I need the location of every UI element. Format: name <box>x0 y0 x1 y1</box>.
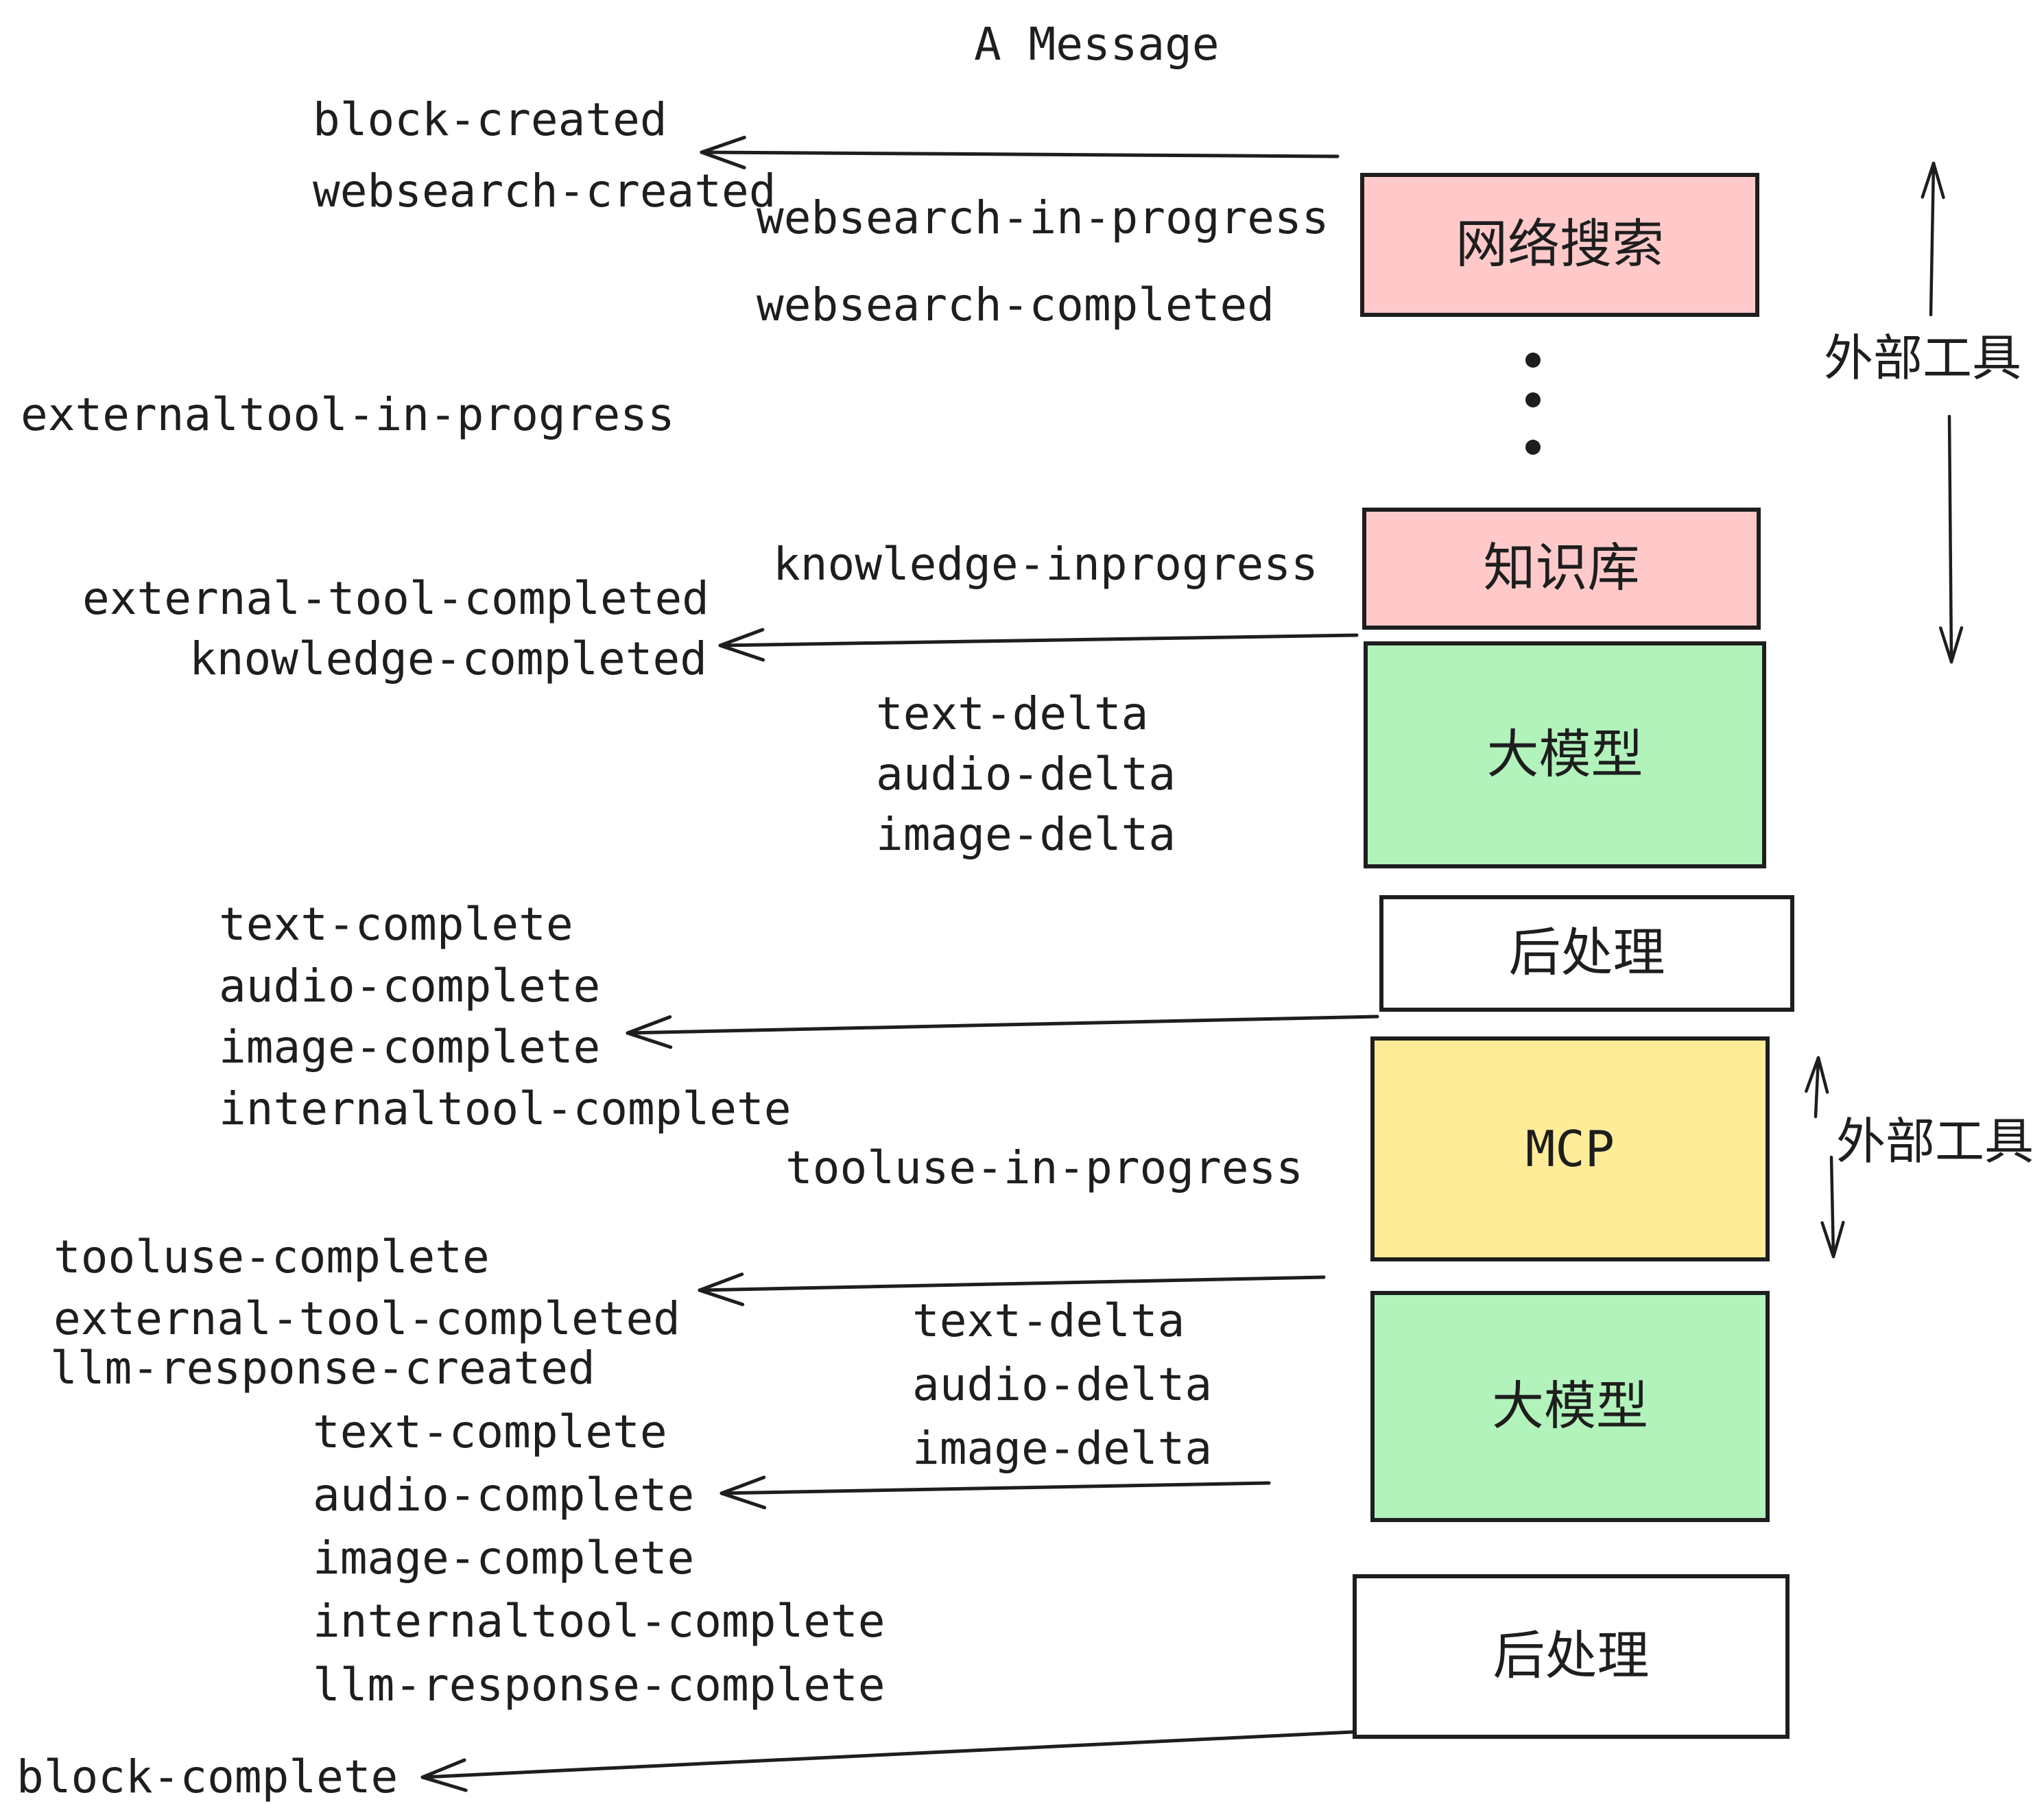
event-tooluse-complete: tooluse-complete <box>54 1231 490 1283</box>
event-block-created: block-created <box>313 93 667 146</box>
node-label-knowledge: 知识库 <box>1483 539 1640 597</box>
arrow-to-audio-complete <box>720 1475 1271 1510</box>
side-down-arrow-external-tools-mcp <box>1820 1155 1845 1259</box>
node-label-llm-1: 大模型 <box>1486 725 1643 784</box>
event-externaltool-in-progress: externaltool-in-progress <box>21 388 675 441</box>
event-external-tool-completed-2: external-tool-completed <box>54 1292 680 1345</box>
event-external-tool-completed-1: external-tool-completed <box>82 572 709 625</box>
event-block-complete: block-complete <box>16 1750 399 1803</box>
event-text-complete-2: text-complete <box>313 1405 667 1458</box>
node-llm-1: 大模型 <box>1364 641 1766 868</box>
event-knowledge-inprogress: knowledge-inprogress <box>773 538 1318 591</box>
side-up-arrow-external-tools-top <box>1921 161 1945 317</box>
event-knowledge-completed: knowledge-completed <box>189 632 707 685</box>
side-label-external-tools-top: 外部工具 <box>1824 331 2022 386</box>
event-text-delta-1: text-delta <box>876 687 1149 740</box>
node-label-postprocess-2: 后处理 <box>1493 1627 1650 1685</box>
arrow-to-block-complete <box>420 1730 1355 1792</box>
node-label-llm-2: 大模型 <box>1492 1377 1648 1436</box>
side-down-arrow-external-tools-top <box>1938 414 1964 664</box>
arrow-to-image-complete <box>626 1014 1379 1049</box>
event-audio-delta-2: audio-delta <box>912 1358 1213 1411</box>
arrow-to-websearch-created <box>700 135 1340 169</box>
side-up-arrow-external-tools-mcp <box>1805 1056 1829 1119</box>
event-audio-delta-1: audio-delta <box>876 748 1176 800</box>
node-label-postprocess-1: 后处理 <box>1508 924 1665 982</box>
node-postprocess-2: 后处理 <box>1353 1574 1790 1739</box>
event-websearch-in-progress: websearch-in-progress <box>757 191 1329 244</box>
node-postprocess-1: 后处理 <box>1379 895 1794 1012</box>
node-websearch: 网络搜索 <box>1360 173 1759 317</box>
event-audio-complete-2: audio-complete <box>313 1469 695 1521</box>
event-internaltool-complete-1: internaltool-complete <box>219 1082 792 1135</box>
event-text-delta-2: text-delta <box>912 1294 1185 1347</box>
event-websearch-created: websearch-created <box>313 165 776 217</box>
event-internaltool-complete-2: internaltool-complete <box>313 1595 886 1648</box>
node-label-websearch: 网络搜索 <box>1455 215 1664 274</box>
event-llm-response-complete: llm-response-complete <box>313 1659 886 1711</box>
event-websearch-completed: websearch-completed <box>757 278 1274 331</box>
diagram-title: A Message <box>974 18 1220 71</box>
event-tooluse-in-progress: tooluse-in-progress <box>785 1141 1303 1194</box>
event-text-complete-1: text-complete <box>219 898 573 951</box>
event-image-complete-1: image-complete <box>219 1021 601 1073</box>
node-llm-2: 大模型 <box>1370 1291 1770 1522</box>
event-audio-complete-1: audio-complete <box>219 960 601 1012</box>
event-llm-response-created: llm-response-created <box>50 1342 595 1394</box>
arrow-to-external-tool-completed <box>698 1272 1326 1307</box>
node-label-mcp: MCP <box>1525 1120 1615 1178</box>
vertical-ellipsis <box>1525 353 1541 455</box>
event-image-delta-1: image-delta <box>876 808 1176 861</box>
event-image-delta-2: image-delta <box>912 1422 1213 1475</box>
arrow-to-knowledge-completed <box>718 628 1359 662</box>
node-knowledge: 知识库 <box>1362 508 1761 630</box>
node-mcp: MCP <box>1370 1036 1770 1261</box>
event-image-complete-2: image-complete <box>313 1532 695 1585</box>
side-label-external-tools-mcp: 外部工具 <box>1836 1115 2034 1170</box>
